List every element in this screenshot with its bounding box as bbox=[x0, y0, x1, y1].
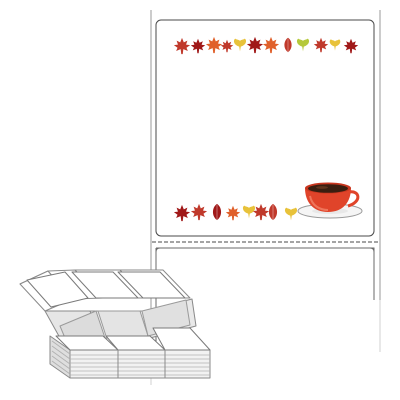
label-sheet bbox=[150, 10, 381, 385]
fanfold-stack-illustration bbox=[19, 269, 211, 379]
main-label bbox=[155, 19, 375, 237]
coffee-cup-icon bbox=[297, 182, 363, 219]
